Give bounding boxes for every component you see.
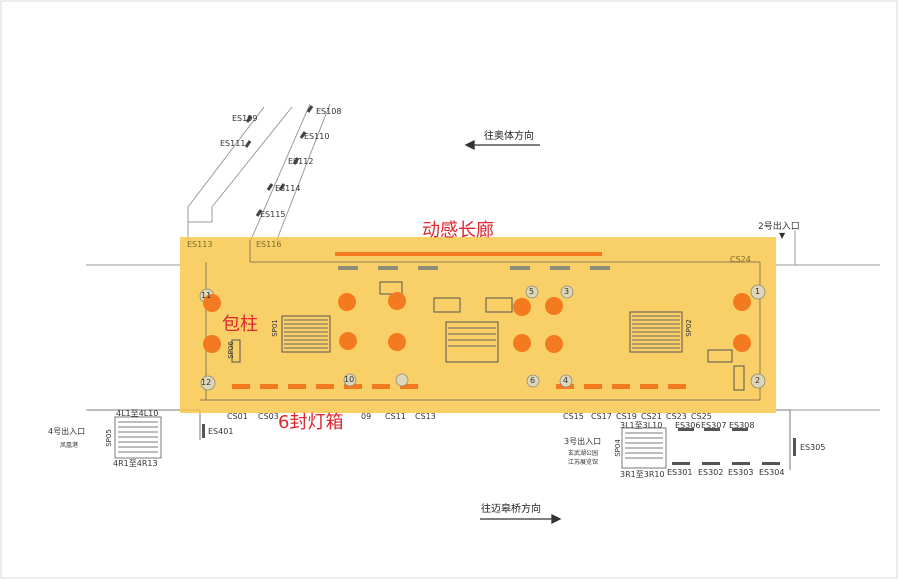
label-sp04: SP04: [613, 439, 622, 457]
pillar-number-6: 6: [530, 376, 536, 385]
escalator-ticks: [244, 105, 314, 217]
arrow-to-maigaoqiao: [480, 513, 562, 525]
label-cs03: CS03: [258, 412, 279, 421]
label-es116: ES116: [256, 240, 282, 249]
label-es115: ES115: [260, 210, 286, 219]
exit2-arrow-icon: ▼: [779, 231, 786, 240]
label-cs25: CS25: [691, 412, 712, 421]
label-4r: 4R1至4R13: [113, 459, 158, 468]
concourse-highlight-area: [180, 237, 776, 413]
label-es306: ES306: [675, 421, 701, 430]
label-3r: 3R1至3R10: [620, 470, 665, 479]
label-es302: ES302: [698, 468, 724, 477]
label-sp02: SP02: [684, 319, 693, 337]
label-cs23: CS23: [666, 412, 687, 421]
pillar-number-12: 12: [201, 378, 212, 387]
pillar-number-3: 3: [564, 287, 570, 296]
pillar-number-4: 4: [563, 376, 569, 385]
pillar-number-5: 5: [529, 287, 535, 296]
es401-bar: [202, 424, 205, 438]
label-es114: ES114: [275, 184, 301, 193]
label-es305: ES305: [800, 443, 826, 452]
direction-to-maigaoqiao: 往迈皋桥方向: [481, 504, 541, 515]
arrow-to-aoti: [464, 139, 540, 151]
label-cs13: CS13: [415, 412, 436, 421]
exit2-label: 2号出入口: [758, 222, 800, 232]
exit3-steps: [625, 432, 663, 459]
pillar-number-2: 2: [755, 376, 761, 385]
corridor-highlight-bar: [335, 252, 602, 256]
label-es304: ES304: [759, 468, 785, 477]
lightbox-label: 6封灯箱: [278, 412, 344, 433]
lightbox-dashes-right: [556, 384, 686, 389]
label-es109: ES109: [232, 114, 258, 123]
label-es108: ES108: [316, 107, 342, 116]
label-cs19: CS19: [616, 412, 637, 421]
pillar-dots: [203, 292, 751, 353]
label-sp01: SP01: [270, 319, 279, 337]
label-sp05: SP05: [104, 429, 113, 447]
label-cs01: CS01: [227, 412, 248, 421]
label-es110: ES110: [304, 132, 330, 141]
label-sp06: SP06: [226, 341, 235, 359]
label-es112: ES112: [288, 157, 314, 166]
label-cs21: CS21: [641, 412, 662, 421]
pillar-number-11: 11: [201, 291, 212, 300]
label-3l: 3L1至3L10: [620, 421, 663, 430]
label-es303: ES303: [728, 468, 754, 477]
direction-to-aoti: 往奥体方向: [484, 131, 534, 142]
exit4-sublabel: 凤凰港: [60, 442, 79, 449]
pillar-label: 包柱: [222, 314, 258, 335]
label-cs15: CS15: [563, 412, 584, 421]
label-es308: ES308: [729, 421, 755, 430]
exit3-escalator-bars: [672, 428, 780, 465]
label-cs24: CS24: [730, 255, 751, 264]
exit4-steps: [118, 421, 158, 453]
exit3-sublabel-2: 江苏展览馆: [568, 459, 599, 466]
corridor-label: 动感长廊: [422, 220, 494, 241]
label-es401: ES401: [208, 427, 234, 436]
label-es307: ES307: [701, 421, 727, 430]
lightbox-dashes-left: [232, 384, 418, 389]
label-cs09: 09: [361, 412, 372, 421]
exit3-label: 3号出入口: [564, 437, 602, 446]
label-cs17: CS17: [591, 412, 612, 421]
label-cs11: CS11: [385, 412, 406, 421]
exit3-sublabel-1: 玄武湖公园: [568, 450, 599, 457]
label-es113: ES113: [187, 240, 213, 249]
label-4l: 4L1至4L10: [116, 409, 159, 418]
es305-bar: [793, 438, 796, 456]
pillar-number-10: 10: [344, 375, 355, 384]
label-es301: ES301: [667, 468, 693, 477]
pillar-number-1: 1: [755, 287, 761, 296]
label-es111: ES111: [220, 139, 246, 148]
exit3-structure: [621, 409, 791, 470]
exit4-label: 4号出入口: [48, 427, 86, 436]
